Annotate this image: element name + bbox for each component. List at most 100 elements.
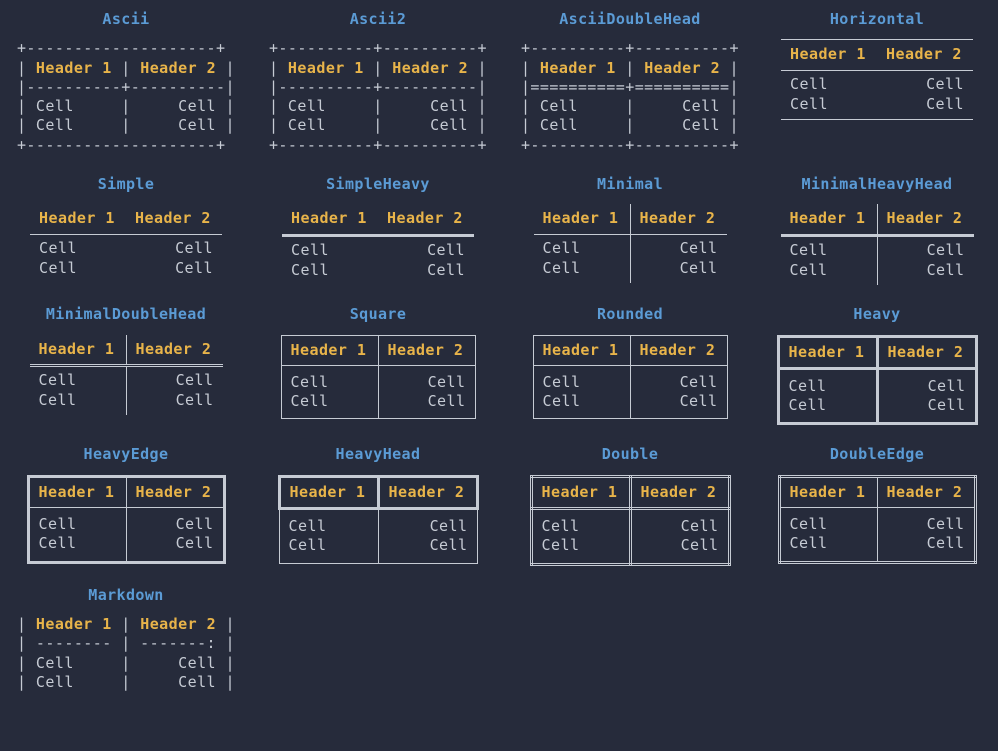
body-cell-1: Cell Cell [27,507,127,563]
body-cell-1: Cell [39,238,77,257]
grid-slot: Ascii +--------------------+ | Header 1 |… [0,10,252,175]
table-card-asciidoublehead: AsciiDoubleHead+----------+----------+ |… [521,10,739,155]
body-cell-1: Cell [533,258,631,284]
table-row: | Cell | Cell | [16,653,235,672]
table-row: Cell Cell [29,365,223,392]
border-glyphs: | [468,58,488,77]
body-cell-1: Cell [291,260,329,279]
table-style-title: Square [349,305,407,324]
body-cell-1: Cell Cell [778,507,878,563]
body-cell-2: Cell [679,238,718,257]
table-style-title: Horizontal [829,10,925,28]
header-cell-1: Header 1 [30,204,126,235]
header-cell: Header 2 [644,58,721,77]
body-cell-2: Cell [926,74,964,93]
header-cell-1: Header 1 [282,204,378,237]
body-cell-2: Cell Cell [377,364,476,420]
border-glyphs: | [111,614,141,633]
table-row: | Cell | Cell | [520,97,739,116]
table-style-title: Double [601,445,659,464]
body-cell-1: Cell [780,235,878,261]
table-bottom-border: +----------+----------+ [520,135,739,154]
body-cell-2: Cell [926,240,965,259]
table-header-row: | Header 1 | Header 2 | [521,59,739,77]
ascii-table-markdown: | Header 1 | Header 2 | | -------- | ---… [17,615,235,692]
table-row: Cell Cell [781,70,973,95]
table-header-separator: |==========+==========| [520,77,739,96]
table-style-title: Minimal [596,175,663,194]
header-cell-2: Header 2 [629,334,728,366]
table-bottom-border: +--------------------+ [16,135,226,154]
body-cell-1: Cell [790,94,828,113]
table-style-title: DoubleEdge [829,445,925,464]
table-card-ascii: Ascii +--------------------+ | Header 1 |… [17,10,235,155]
body-cell-1: Cell [39,258,77,277]
body-cell-2: Cell Cell [628,507,731,566]
header-cell-1: Header 1 [781,39,877,71]
table-style-title: Simple [97,175,155,194]
table-card-markdown: Markdown | Header 1 | Header 2 | | ------… [17,586,235,692]
body-cell-2: Cell [175,370,214,389]
body-cell-2: Cell [926,260,965,279]
header-cell-2: Header 2 [125,475,225,509]
table-bottom-border: +----------+----------+ [268,135,487,154]
table-header-separator: |----------+----------| [16,77,235,96]
header-cell-2: Header 2 [630,204,727,235]
border-glyphs: | [363,58,393,77]
body-cell-2: Cell Cell [125,507,225,563]
border-glyphs: | [720,58,740,77]
header-cell-2: Header 2 [628,474,731,511]
ascii-table-asciidoublehead: +----------+----------+ | Header 1 | Hea… [521,39,739,155]
header-cell-2: Header 2 [876,475,976,509]
body-cell-1: Cell [29,365,127,392]
body-cell-1: Cell [29,391,127,416]
border-glyphs: | [16,614,36,633]
header-cell-2: Header 2 [877,39,973,71]
body-cell-1: Cell Cell [776,366,879,426]
body-cell-1: Cell Cell [280,364,379,420]
header-cell-2: Header 2 [877,204,974,237]
header-cell-2: Header 2 [875,334,978,370]
table-top-border: +--------------------+ [16,39,226,58]
ascii-table-ascii: +--------------------+ | Header 1 | Head… [17,39,235,155]
table-style-title: Rounded [596,305,663,324]
table-style-title: Markdown [88,585,164,604]
table-style-title: Ascii [102,10,150,28]
body-cell-2: Cell [427,240,465,259]
body-cell-1: Cell [780,260,878,286]
table-style-title: HeavyHead [335,445,421,464]
border-glyphs: | [216,58,236,77]
header-cell-2: Header 2 [126,334,223,367]
body-cell-1: Cell [790,74,828,93]
table-top-border: +----------+----------+ [268,39,487,58]
